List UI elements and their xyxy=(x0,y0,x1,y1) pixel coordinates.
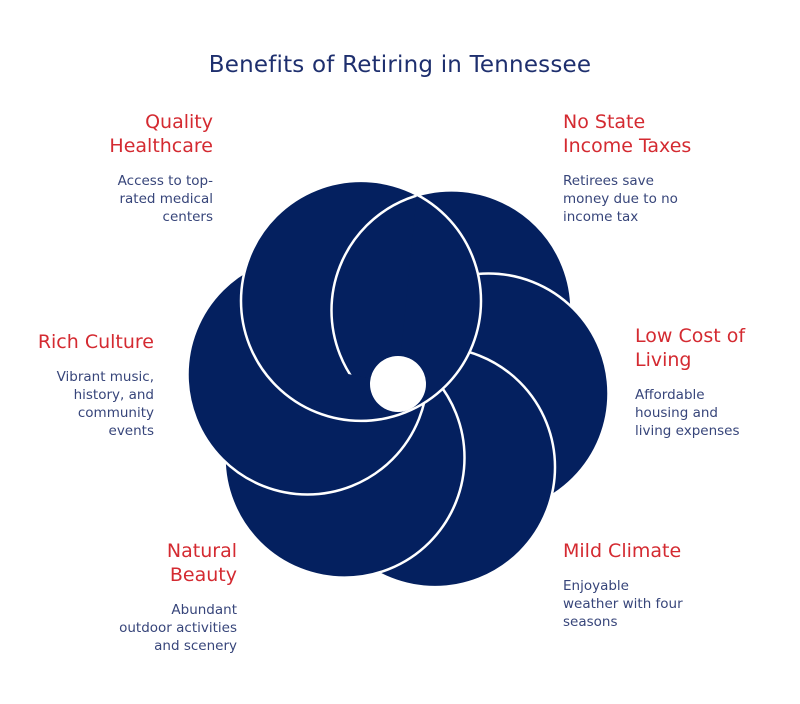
benefit-description: Retirees save money due to no income tax xyxy=(563,173,678,225)
center-hole xyxy=(370,356,426,412)
benefit-heading: Natural Beauty xyxy=(166,540,237,586)
benefit-rich-culture: Rich Culture Vibrant music, history, and… xyxy=(0,330,154,440)
benefit-description: Vibrant music, history, and community ev… xyxy=(56,369,154,439)
benefit-heading: Rich Culture xyxy=(37,331,154,353)
benefit-description: Enjoyable weather with four seasons xyxy=(563,578,683,630)
benefit-quality-healthcare: Quality Healthcare Access to top- rated … xyxy=(33,110,213,226)
benefit-natural-beauty: Natural Beauty Abundant outdoor activiti… xyxy=(37,539,237,655)
benefit-description: Affordable housing and living expenses xyxy=(635,387,740,439)
diagram-title: Benefits of Retiring in Tennessee xyxy=(208,52,592,78)
benefit-no-state-income-taxes: No State Income Taxes Retirees save mone… xyxy=(563,110,763,226)
benefit-mild-climate: Mild Climate Enjoyable weather with four… xyxy=(563,539,763,631)
benefit-heading: No State Income Taxes xyxy=(563,111,692,157)
benefit-description: Abundant outdoor activities and scenery xyxy=(119,602,237,654)
benefit-low-cost-of-living: Low Cost of Living Affordable housing an… xyxy=(635,324,795,440)
benefit-heading: Mild Climate xyxy=(563,540,682,562)
benefit-description: Access to top- rated medical centers xyxy=(117,173,213,225)
benefit-heading: Low Cost of Living xyxy=(635,325,746,371)
benefit-heading: Quality Healthcare xyxy=(109,111,213,157)
